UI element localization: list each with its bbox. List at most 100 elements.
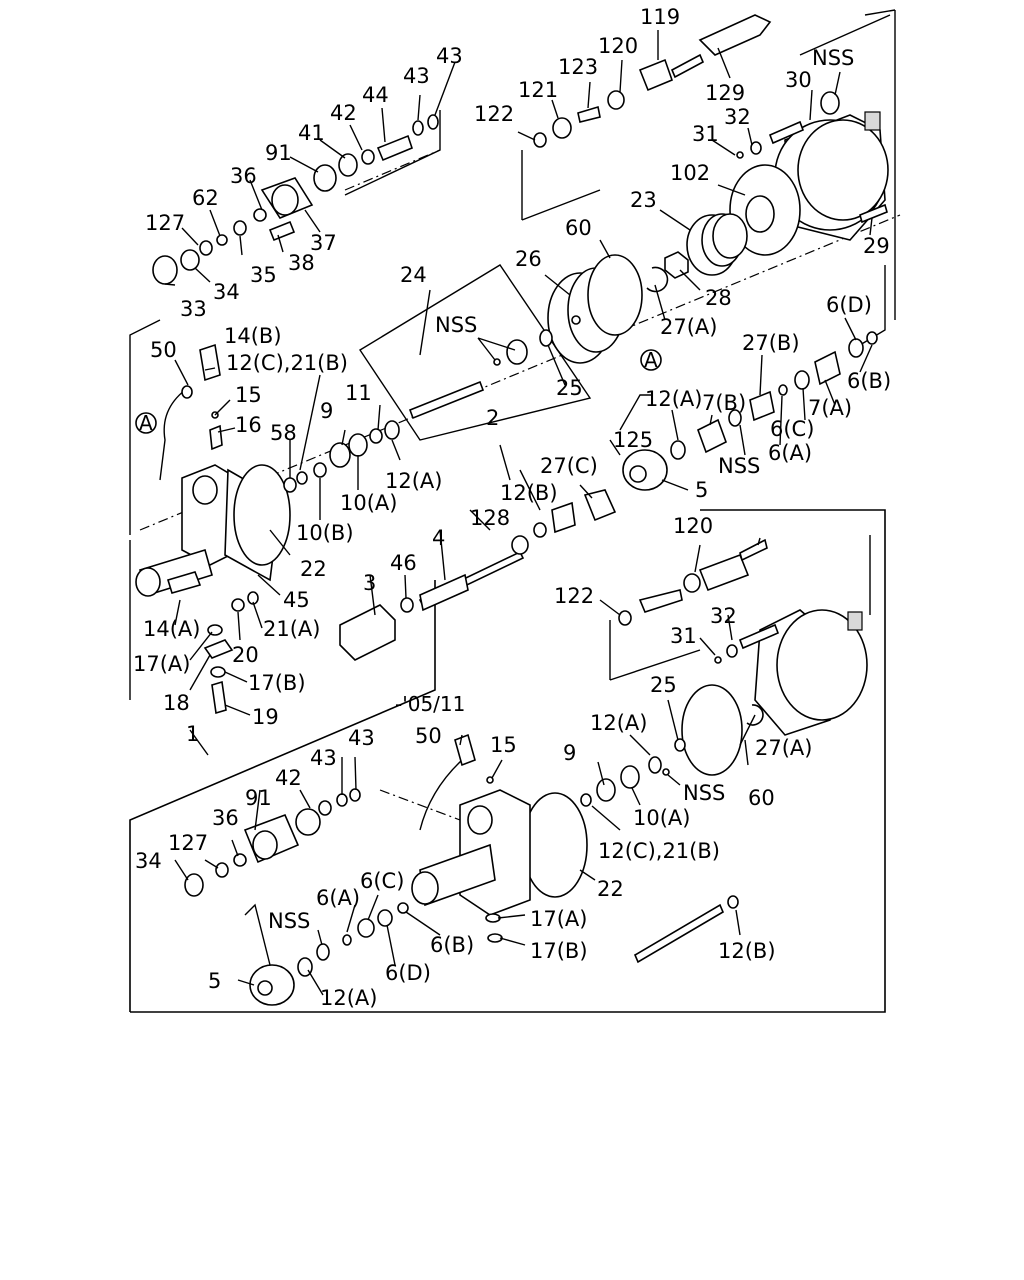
label-50: 50 <box>150 338 177 362</box>
label-25-lower: 25 <box>650 673 677 697</box>
cap-33 <box>152 255 178 285</box>
nut-36-lower <box>233 853 247 867</box>
washer-12c-lower <box>580 793 592 807</box>
seal-25-lower <box>674 738 686 752</box>
label-25: 25 <box>556 376 583 400</box>
oring-91-lower <box>295 808 321 836</box>
sleeve-7b <box>697 418 727 454</box>
ring-6d <box>848 338 864 358</box>
label-62: 62 <box>192 186 219 210</box>
seal-10a-lower <box>620 765 640 789</box>
group-24-box <box>359 264 592 441</box>
label-nss-top: NSS <box>812 46 854 70</box>
label-36-lower: 36 <box>212 806 239 830</box>
label-14b: 14(B) <box>224 324 282 348</box>
label-120-lower: 120 <box>673 514 713 538</box>
label-12a-mid: 12(A) <box>645 387 702 411</box>
push-rod-24 <box>408 339 528 420</box>
label-50-lower: 50 <box>415 724 442 748</box>
label-6d: 6(D) <box>826 293 872 317</box>
label-4: 4 <box>432 526 445 550</box>
spring-7a <box>814 350 841 386</box>
callout-labels: 119 120 129 123 121 122 43 43 44 42 41 9… <box>133 5 891 1010</box>
fitting-14b <box>199 343 221 382</box>
washer-42 <box>361 149 375 165</box>
ring-12b <box>533 522 547 538</box>
oring-34 <box>180 249 200 271</box>
label-10b: 10(B) <box>296 521 354 545</box>
svg-text:A: A <box>644 348 658 372</box>
label-32: 32 <box>724 105 751 129</box>
label-21a: 21(A) <box>263 617 320 641</box>
label-29: 29 <box>863 234 890 258</box>
axis-line-main <box>139 214 901 531</box>
label-127: 127 <box>145 211 185 235</box>
label-35: 35 <box>250 263 277 287</box>
thread-4 <box>419 573 469 612</box>
ring-6c <box>794 370 810 390</box>
ring-6c-lower <box>357 918 375 938</box>
label-16: 16 <box>235 413 262 437</box>
label-18: 18 <box>163 691 190 715</box>
label-1: 1 <box>186 722 199 746</box>
nut-36 <box>253 208 267 222</box>
label-58: 58 <box>270 421 297 445</box>
bolt-30-lower <box>738 623 780 650</box>
washer-122-lower <box>618 610 632 626</box>
lower-122-bracket <box>609 620 701 681</box>
fitting-50-lower <box>454 733 476 767</box>
ring-127 <box>199 240 213 256</box>
bolt-29 <box>859 203 888 224</box>
label-34-lower: 34 <box>135 849 162 873</box>
label-17a: 17(A) <box>133 652 190 676</box>
label-nss-mid: NSS <box>718 454 760 478</box>
label-31: 31 <box>692 122 719 146</box>
axis-line-upper <box>344 149 441 191</box>
ring-43a <box>412 120 424 136</box>
label-30: 30 <box>785 68 812 92</box>
label-46: 46 <box>390 551 417 575</box>
washer-32 <box>750 141 762 155</box>
clip-125 <box>583 489 617 522</box>
label-6a-lower: 6(A) <box>316 886 360 910</box>
label-41: 41 <box>298 121 325 145</box>
boot-23 <box>686 213 748 276</box>
spring-16 <box>209 424 223 451</box>
label-9: 9 <box>320 399 333 423</box>
label-nss-low: NSS <box>683 781 725 805</box>
washer-42-lower <box>318 800 332 816</box>
label-27a: 27(A) <box>660 315 717 339</box>
bolt-30 <box>768 120 805 145</box>
washer-17a-lower <box>485 913 501 923</box>
label-43-lower-left: 43 <box>310 746 337 770</box>
ring-12b-lower <box>727 895 739 909</box>
label-43-top: 43 <box>436 44 463 68</box>
label-122-lower: 122 <box>554 584 594 608</box>
label-19: 19 <box>252 705 279 729</box>
bolt-38 <box>268 220 296 242</box>
svg-text:A: A <box>139 411 153 435</box>
label-10a-lower: 10(A) <box>633 806 690 830</box>
ball-31-lower <box>714 656 722 664</box>
label-2: 2 <box>486 406 499 430</box>
label-22: 22 <box>300 557 327 581</box>
ring-60-lower <box>681 684 743 776</box>
label-27a-lower: 27(A) <box>755 736 812 760</box>
oring-91 <box>313 164 337 192</box>
spring-27b <box>749 390 775 422</box>
sensor-119 <box>638 14 772 92</box>
housing-91-upper <box>260 177 314 219</box>
vacuum-chamber-upper <box>774 111 889 241</box>
nss-bracket <box>799 9 896 56</box>
clevis-3 <box>339 604 396 661</box>
ring-12a-lower <box>648 756 662 774</box>
ring-127-lower <box>215 862 229 878</box>
washer-17b-lower <box>487 933 503 943</box>
label-129: 129 <box>705 81 745 105</box>
nut-128 <box>511 535 529 555</box>
valve-body-upper <box>135 464 291 597</box>
label-43-second: 43 <box>403 64 430 88</box>
ring-6a <box>778 384 788 396</box>
label-123: 123 <box>558 55 598 79</box>
